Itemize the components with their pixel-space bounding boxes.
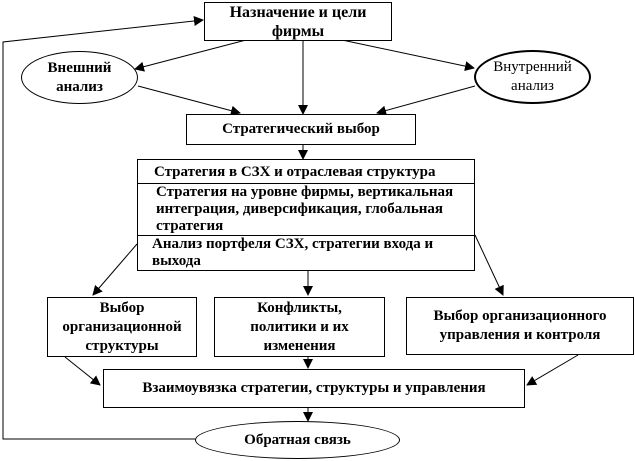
node-mission: Назначение и цели фирмы bbox=[204, 2, 392, 41]
node-external-analysis: Внешний анализ bbox=[21, 51, 138, 104]
node-strategic-choice: Стратегический выбор bbox=[186, 114, 416, 145]
strategy-row-2: Стратегия на уровне фирмы, вертикальная … bbox=[138, 184, 474, 236]
strategy-row-3: Анализ портфеля СЗХ, стратегии входа и в… bbox=[152, 236, 434, 269]
strategy-row-1: Стратегия в СЗХ и отраслевая структура bbox=[138, 160, 474, 184]
feedback-loop-line bbox=[2, 16, 204, 440]
node-org-control: Выбор организационного управления и конт… bbox=[406, 297, 634, 355]
node-linkage: Взаимоувязка стратегии, структуры и упра… bbox=[103, 369, 525, 408]
node-feedback-label: Обратная связь bbox=[244, 431, 351, 448]
arrow-mission-external bbox=[134, 39, 247, 72]
arrow-mission-internal bbox=[341, 39, 475, 72]
arrow-stack-org-control bbox=[474, 234, 504, 296]
node-org-control-label: Выбор организационного управления и конт… bbox=[433, 308, 607, 343]
node-org-structure: Выбор организационной структуры bbox=[47, 297, 197, 357]
node-org-structure-label: Выбор организационной структуры bbox=[62, 299, 182, 354]
node-choice-label: Стратегический выбор bbox=[222, 121, 380, 137]
node-internal-analysis: Внутренний анализ bbox=[474, 50, 591, 104]
node-conflicts-label: Конфликты, политики и их изменения bbox=[250, 299, 349, 354]
node-external-label: Внешний анализ bbox=[47, 59, 112, 95]
node-feedback: Обратная связь bbox=[195, 421, 400, 459]
node-internal-label: Внутренний анализ bbox=[493, 59, 572, 94]
arrow-org-control-linkage bbox=[526, 354, 579, 386]
node-mission-label: Назначение и цели фирмы bbox=[229, 3, 367, 40]
node-conflicts: Конфликты, политики и их изменения bbox=[214, 297, 385, 357]
arrow-stack-org-structure bbox=[92, 243, 138, 296]
arrow-org-structure-linkage bbox=[64, 356, 101, 386]
node-linkage-label: Взаимоувязка стратегии, структуры и упра… bbox=[142, 380, 486, 396]
node-strategy-stack: Стратегия в СЗХ и отраслевая структура С… bbox=[137, 159, 475, 271]
arrow-external-choice bbox=[137, 85, 241, 116]
arrow-internal-choice bbox=[376, 85, 476, 116]
